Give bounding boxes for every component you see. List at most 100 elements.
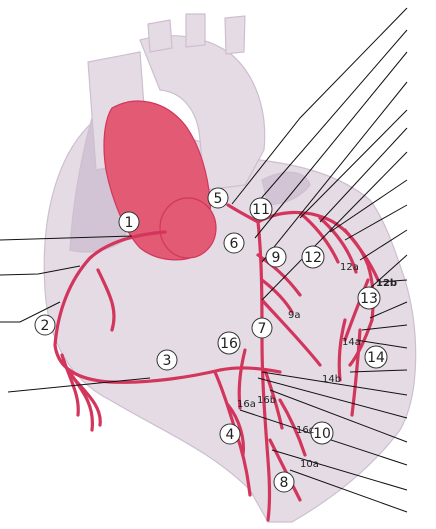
diagonal-branch-2 [260, 298, 322, 367]
label-5-text: 5 [214, 191, 223, 207]
lad-branch-16c [278, 398, 307, 457]
rca-branch-lower-3 [73, 378, 102, 427]
label-6-text: 6 [230, 236, 239, 252]
label-14a: 14a [342, 337, 361, 348]
leader-line-20 [349, 369, 408, 373]
leader-line-10 [319, 127, 408, 223]
label-circle [301, 245, 325, 269]
label-2-text: 2 [41, 318, 50, 334]
heart-illustration [43, 13, 417, 523]
obtuse-marginal [348, 318, 374, 367]
label-10-text: 10 [313, 426, 331, 442]
leader-lines [0, 7, 408, 513]
label-7: 7 [251, 317, 273, 339]
label-16b: 16b [257, 395, 276, 406]
posterior-descending-artery [213, 370, 252, 497]
label-11: 11 [249, 197, 273, 221]
label-14b: 14b [322, 374, 341, 385]
label-circle [219, 423, 241, 445]
label-circle [273, 471, 295, 493]
leader-line-1 [0, 235, 133, 241]
leader-line-26 [289, 469, 408, 513]
label-circle [249, 197, 273, 221]
label-5: 5 [207, 187, 229, 209]
rca-branch-lower-2 [66, 368, 95, 432]
leader-line-3 [0, 301, 61, 323]
label-11-text: 11 [252, 202, 270, 218]
label-3-text: 3 [163, 353, 172, 369]
circumflex-branch-12b [343, 228, 380, 282]
leader-line-2 [0, 265, 81, 276]
left-atrial-appendage [261, 171, 311, 206]
leader-line-5 [231, 7, 408, 205]
label-circle [251, 317, 273, 339]
label-9: 9 [265, 246, 287, 268]
left-anterior-descending [256, 220, 272, 522]
small-labels: 9a 10a 12a 12b 14a 14b 16a 16b 16c [237, 262, 397, 470]
label-14-text: 14 [367, 350, 385, 366]
label-10: 10 [310, 421, 334, 445]
label-12b: 12b [376, 278, 397, 289]
leader-line-19 [355, 339, 408, 349]
leader-line-6 [257, 29, 408, 203]
leader-line-22 [257, 377, 408, 419]
label-circle [310, 421, 334, 445]
leader-line-16 [379, 279, 408, 283]
label-10a: 10a [300, 459, 319, 470]
leader-line-25 [271, 449, 408, 491]
label-13: 13 [357, 286, 381, 310]
label-circle [265, 246, 287, 268]
label-circle [217, 331, 241, 355]
label-12a: 12a [340, 262, 359, 273]
leader-line-18 [361, 324, 408, 331]
label-3: 3 [156, 349, 178, 371]
label-12-text: 12 [304, 250, 322, 266]
label-13-text: 13 [360, 291, 378, 307]
circumflex-branch-12a [318, 216, 358, 274]
brachiocephalic-trunk [147, 19, 173, 53]
label-circle [207, 187, 229, 209]
lad-branch-10a [268, 438, 302, 502]
diagonal-branch-1 [256, 253, 302, 297]
left-common-carotid [185, 13, 206, 48]
leader-line-7 [254, 51, 408, 239]
aortic-root [159, 197, 217, 259]
label-1: 1 [118, 211, 140, 233]
label-12: 12 [301, 245, 325, 269]
label-4-text: 4 [226, 427, 235, 443]
label-circle [156, 349, 178, 371]
rca-branch-acute-marginal [96, 268, 116, 332]
leader-line-12 [329, 179, 408, 233]
leader-line-21 [261, 371, 408, 396]
leader-line-17 [369, 301, 408, 319]
leader-line-11 [261, 151, 408, 301]
label-circle [364, 345, 388, 369]
leader-line-13 [344, 204, 408, 241]
label-circle [34, 314, 56, 336]
circumflex-branch-14a [337, 318, 347, 382]
circle-labels: 1 2 3 4 5 6 7 8 9 10 11 12 13 14 16 [34, 187, 388, 493]
leader-line-8 [261, 81, 408, 263]
label-9-text: 9 [272, 250, 281, 266]
label-14: 14 [364, 345, 388, 369]
diagonal-branch-9a [260, 278, 294, 314]
leader-line-23 [269, 389, 408, 443]
leader-line-15 [367, 254, 408, 291]
label-9a: 9a [288, 310, 301, 321]
label-16c: 16c [296, 425, 314, 436]
left-main-artery [226, 203, 260, 224]
leader-line-14 [359, 229, 408, 261]
circumflex-branch-14b [350, 328, 362, 417]
lad-branch-16a [237, 348, 247, 410]
label-2: 2 [34, 314, 56, 336]
label-4: 4 [219, 423, 241, 445]
label-8: 8 [273, 471, 295, 493]
label-16a: 16a [237, 399, 256, 410]
circumflex-branch-13 [343, 278, 370, 342]
left-subclavian [224, 15, 246, 55]
pda-branch [226, 403, 246, 457]
leader-line-4 [7, 377, 151, 393]
label-circle [118, 211, 140, 233]
